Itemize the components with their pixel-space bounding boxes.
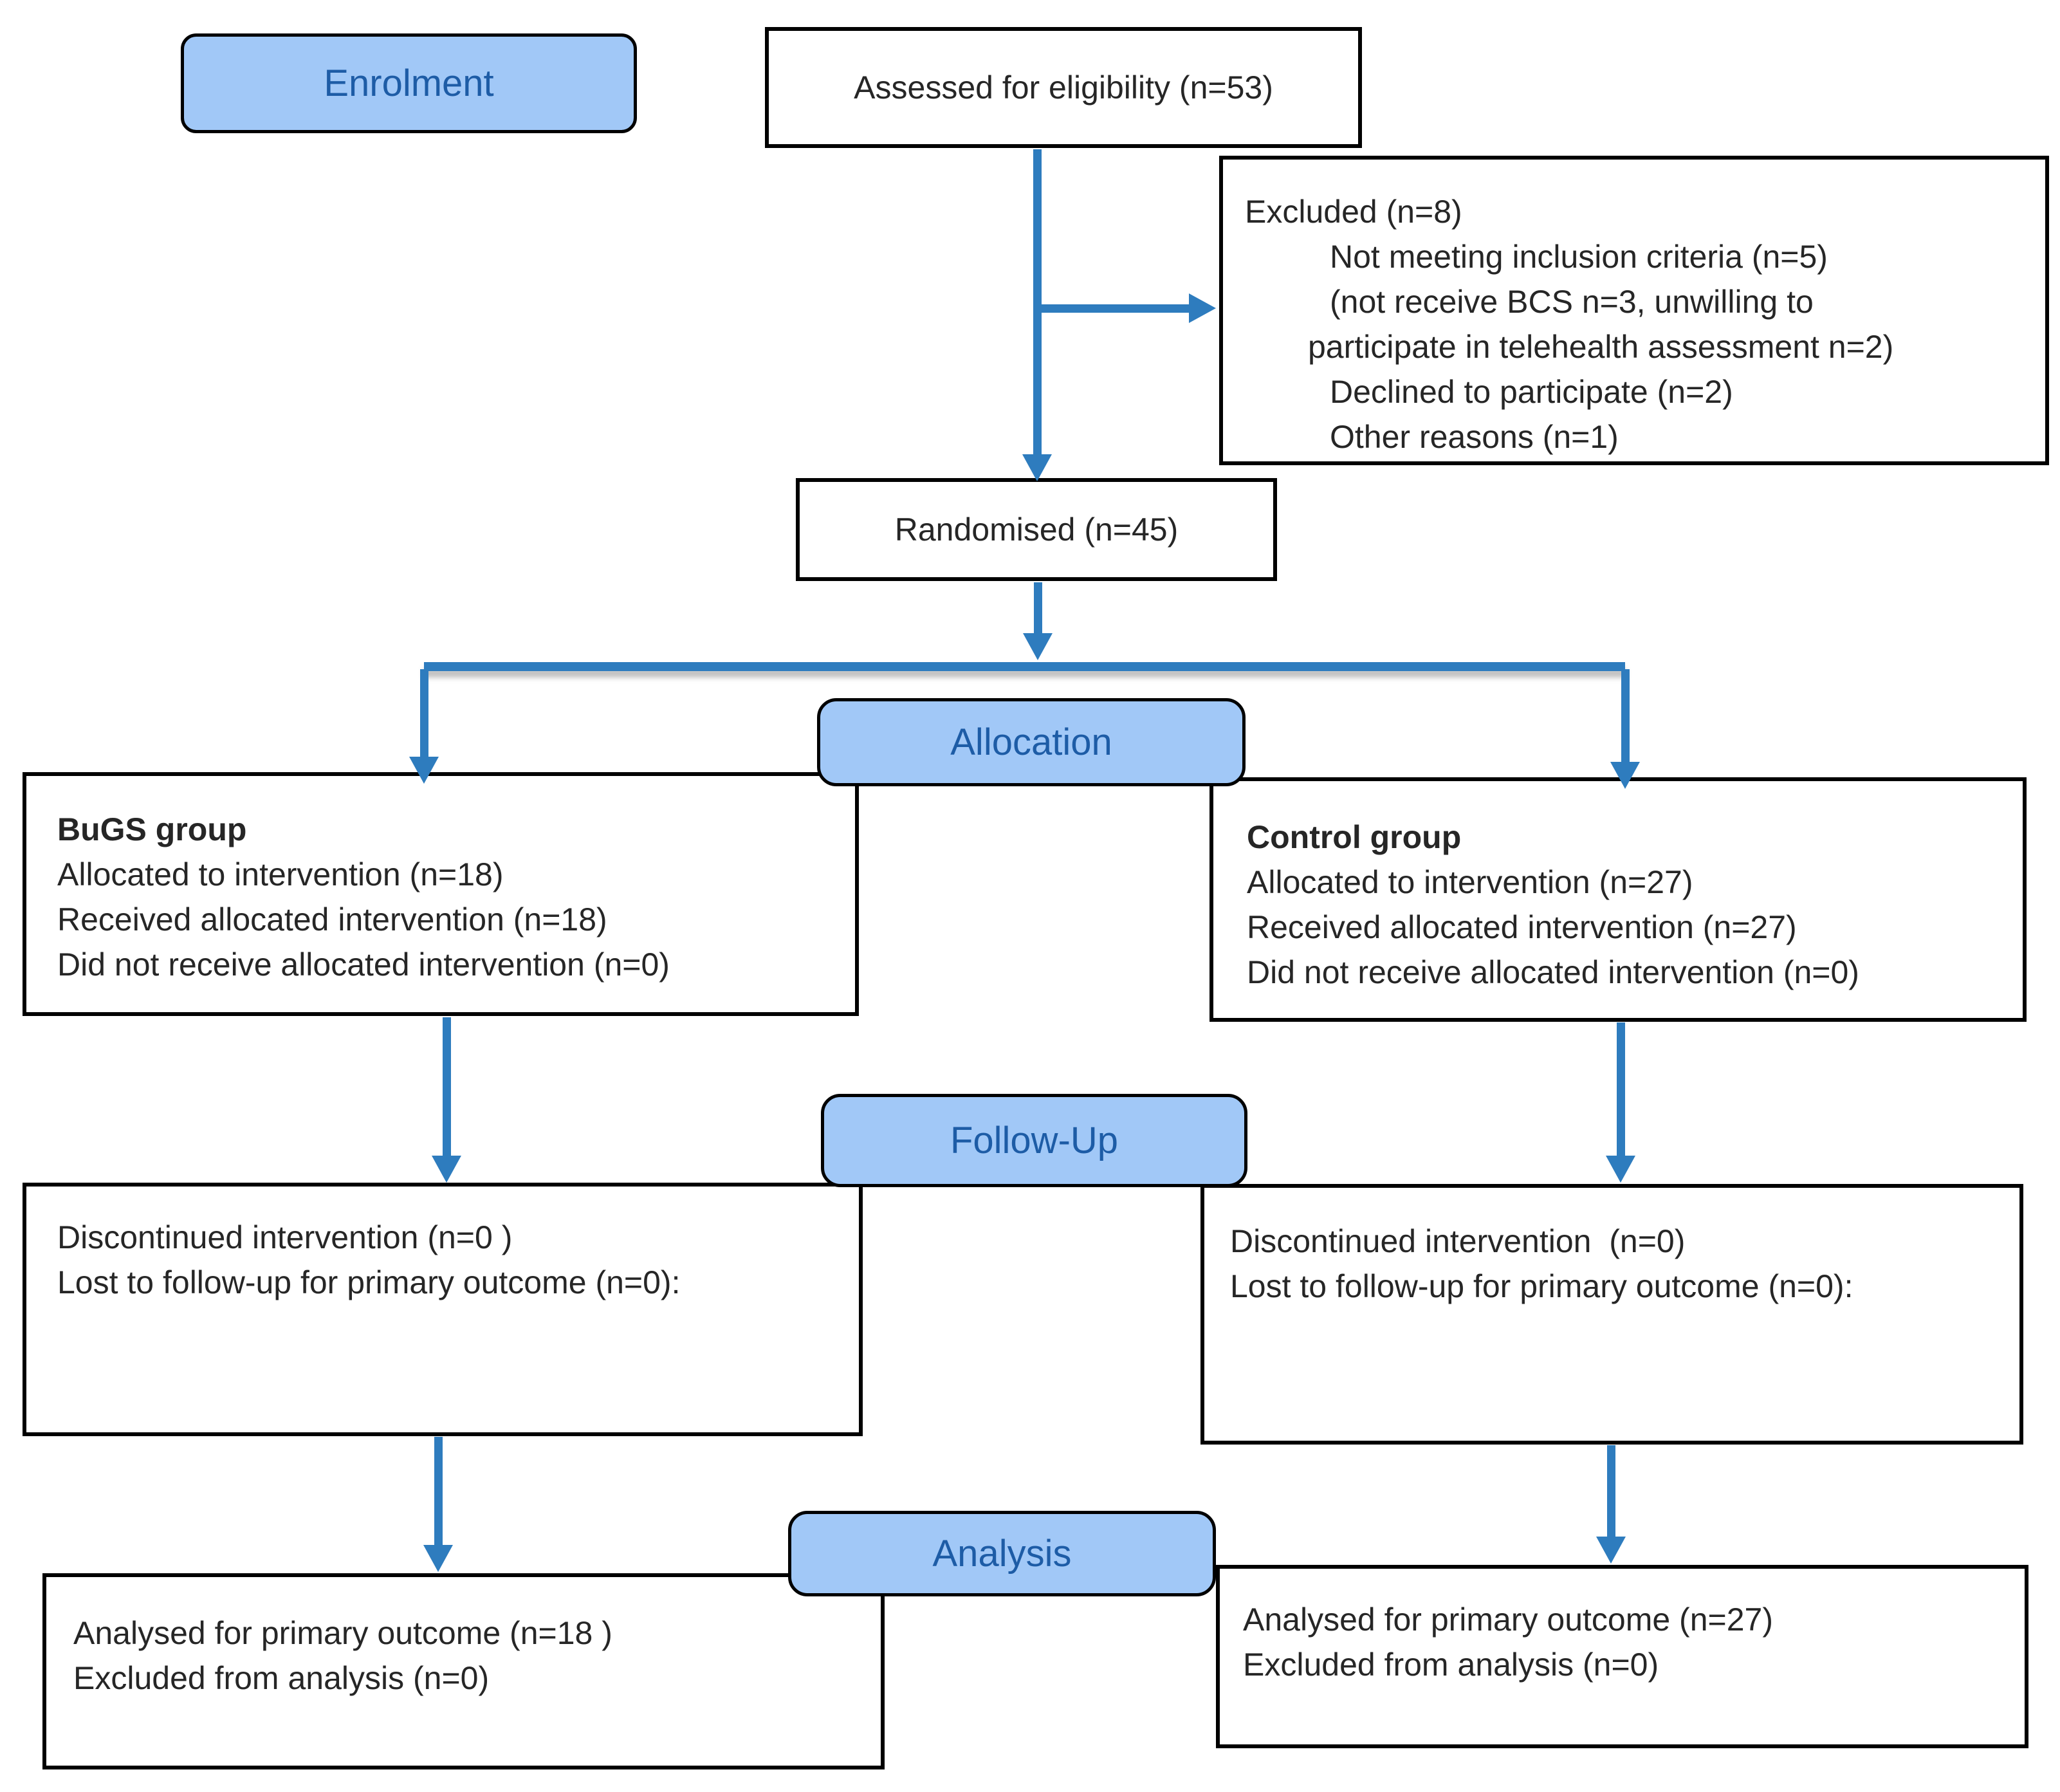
arrow-bugs-followup-to-analysis-head bbox=[423, 1545, 453, 1572]
arrow-assessed-to-excluded-head bbox=[1189, 293, 1216, 323]
excluded-line: Declined to participate (n=2) bbox=[1330, 374, 1733, 410]
followup-stage-label: Follow-Up bbox=[821, 1094, 1247, 1187]
arrow-split-to-bugs bbox=[420, 669, 428, 757]
control-followup-line: Lost to follow-up for primary outcome (n… bbox=[1230, 1268, 1853, 1304]
arrow-split-to-bugs-head bbox=[409, 757, 439, 784]
bugs-analysis-box: Analysed for primary outcome (n=18 ) Exc… bbox=[42, 1573, 885, 1769]
bugs-group-title: BuGS group bbox=[57, 811, 247, 847]
analysis-stage-text: Analysis bbox=[932, 1533, 1072, 1575]
arrow-control-to-followup-head bbox=[1606, 1156, 1635, 1183]
control-followup-box: Discontinued intervention (n=0) Lost to … bbox=[1200, 1184, 2023, 1445]
followup-stage-text: Follow-Up bbox=[950, 1120, 1119, 1161]
excluded-line: Excluded (n=8) bbox=[1245, 194, 1462, 230]
arrow-control-followup-to-analysis-head bbox=[1596, 1537, 1626, 1564]
allocation-stage-text: Allocation bbox=[950, 721, 1112, 763]
randomisation-split-bar bbox=[424, 662, 1625, 671]
arrow-split-to-control-head bbox=[1610, 762, 1640, 789]
control-analysis-box: Analysed for primary outcome (n=27) Excl… bbox=[1216, 1565, 2028, 1748]
assessed-eligibility-text: Assessed for eligibility (n=53) bbox=[854, 69, 1273, 106]
bugs-group-line: Did not receive allocated intervention (… bbox=[57, 947, 670, 983]
bugs-group-line: Received allocated intervention (n=18) bbox=[57, 901, 607, 938]
control-group-box: Control group Allocated to intervention … bbox=[1209, 777, 2027, 1022]
excluded-box: Excluded (n=8) Not meeting inclusion cri… bbox=[1219, 156, 2049, 465]
bugs-analysis-line: Excluded from analysis (n=0) bbox=[73, 1660, 490, 1696]
control-group-title: Control group bbox=[1247, 819, 1462, 855]
arrow-randomised-to-split bbox=[1034, 582, 1042, 633]
excluded-line: Not meeting inclusion criteria (n=5) bbox=[1330, 239, 1828, 275]
excluded-line: Other reasons (n=1) bbox=[1330, 419, 1619, 455]
arrow-bugs-to-followup bbox=[443, 1017, 451, 1156]
bugs-followup-line: Lost to follow-up for primary outcome (n… bbox=[57, 1264, 681, 1300]
arrow-bugs-to-followup-head bbox=[432, 1156, 461, 1183]
arrow-randomised-to-split-head bbox=[1023, 633, 1053, 660]
arrow-assessed-to-randomised bbox=[1033, 149, 1042, 454]
control-group-line: Allocated to intervention (n=27) bbox=[1247, 864, 1693, 900]
arrow-assessed-to-excluded bbox=[1037, 304, 1189, 313]
allocation-stage-label: Allocation bbox=[817, 698, 1246, 786]
analysis-stage-label: Analysis bbox=[788, 1511, 1216, 1596]
randomised-box: Randomised (n=45) bbox=[796, 478, 1277, 581]
arrow-bugs-followup-to-analysis bbox=[434, 1437, 443, 1545]
excluded-line: (not receive BCS n=3, unwilling to bbox=[1330, 284, 1814, 320]
control-followup-line: Discontinued intervention (n=0) bbox=[1230, 1223, 1686, 1259]
bugs-group-box: BuGS group Allocated to intervention (n=… bbox=[23, 772, 859, 1016]
arrow-control-to-followup bbox=[1617, 1022, 1625, 1156]
arrow-control-followup-to-analysis bbox=[1607, 1445, 1615, 1537]
assessed-eligibility-box: Assessed for eligibility (n=53) bbox=[765, 27, 1362, 148]
control-analysis-line: Excluded from analysis (n=0) bbox=[1243, 1647, 1659, 1683]
control-group-line: Received allocated intervention (n=27) bbox=[1247, 909, 1797, 945]
bugs-group-line: Allocated to intervention (n=18) bbox=[57, 856, 504, 892]
bugs-followup-line: Discontinued intervention (n=0 ) bbox=[57, 1219, 513, 1255]
control-analysis-line: Analysed for primary outcome (n=27) bbox=[1243, 1602, 1773, 1638]
control-group-line: Did not receive allocated intervention (… bbox=[1247, 954, 1859, 990]
enrolment-stage-label: Enrolment bbox=[181, 33, 637, 133]
arrow-assessed-to-randomised-head bbox=[1022, 454, 1052, 481]
excluded-line: participate in telehealth assessment n=2… bbox=[1308, 329, 1894, 365]
bugs-analysis-line: Analysed for primary outcome (n=18 ) bbox=[73, 1615, 612, 1651]
arrow-split-to-control bbox=[1621, 669, 1630, 762]
enrolment-stage-text: Enrolment bbox=[324, 62, 494, 104]
bugs-followup-box: Discontinued intervention (n=0 ) Lost to… bbox=[23, 1183, 863, 1436]
randomised-text: Randomised (n=45) bbox=[894, 512, 1179, 548]
